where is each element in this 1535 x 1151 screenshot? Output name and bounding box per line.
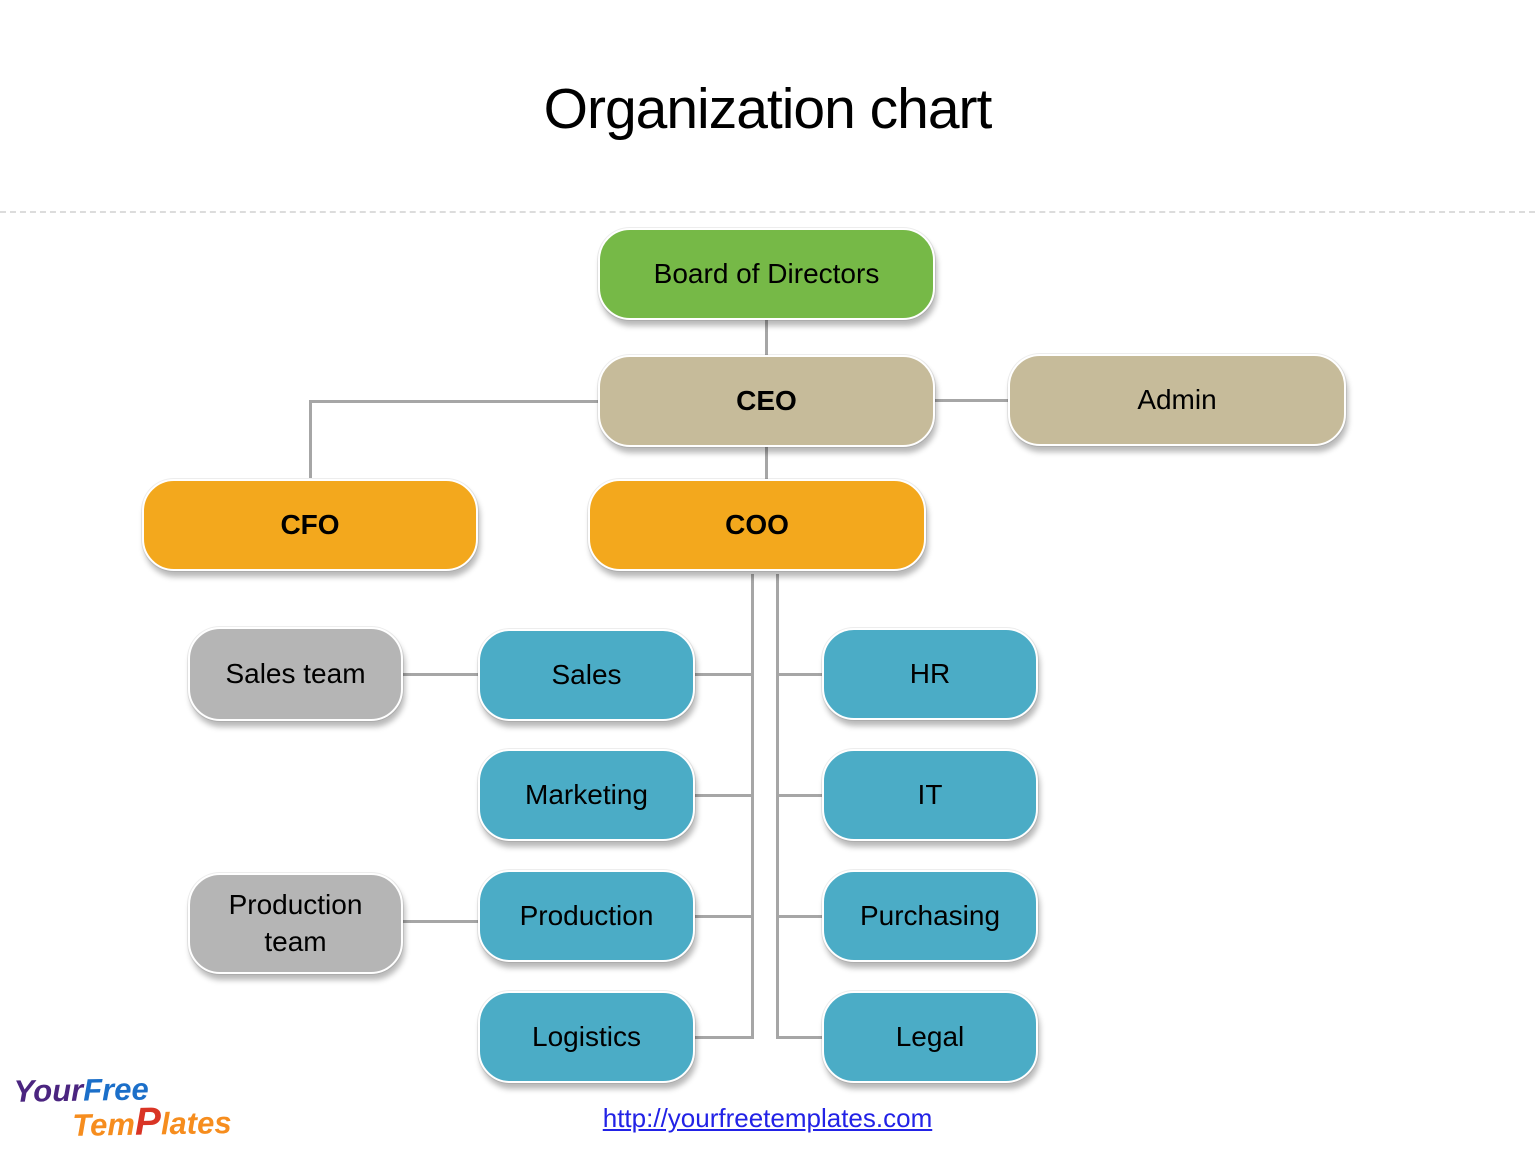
connector-salesteam-sales bbox=[403, 673, 478, 676]
connector-board-ceo bbox=[765, 320, 768, 355]
node-admin: Admin bbox=[1008, 354, 1346, 446]
node-logistics: Logistics bbox=[478, 991, 695, 1083]
node-hr: HR bbox=[822, 628, 1038, 720]
connector-productionteam-production bbox=[403, 920, 478, 923]
node-purchasing: Purchasing bbox=[822, 870, 1038, 962]
connector-stub-legal bbox=[778, 1036, 822, 1039]
footer-link[interactable]: http://yourfreetemplates.com bbox=[602, 1103, 933, 1133]
node-cfo: CFO bbox=[142, 479, 478, 571]
connector-stub-production bbox=[695, 915, 752, 918]
footer: http://yourfreetemplates.com bbox=[0, 1103, 1535, 1134]
connector-ceo-cfo-horizontal bbox=[309, 400, 598, 403]
node-coo: COO bbox=[588, 479, 926, 571]
connector-ceo-admin bbox=[935, 399, 1008, 402]
connector-stub-sales bbox=[695, 673, 752, 676]
node-sales: Sales bbox=[478, 629, 695, 721]
page-title: Organization chart bbox=[543, 77, 993, 141]
node-legal: Legal bbox=[822, 991, 1038, 1083]
connector-stub-it bbox=[778, 794, 822, 797]
connector-ceo-cfo-vertical bbox=[309, 400, 312, 478]
node-sales-team: Sales team bbox=[188, 627, 403, 721]
connector-stub-marketing bbox=[695, 794, 752, 797]
node-production-team: Production team bbox=[188, 873, 403, 974]
connector-stub-logistics bbox=[695, 1036, 752, 1039]
connector-coo-right-trunk bbox=[776, 574, 779, 1039]
node-ceo: CEO bbox=[598, 355, 935, 447]
connector-ceo-coo bbox=[765, 447, 768, 479]
title-divider bbox=[0, 211, 1535, 213]
node-marketing: Marketing bbox=[478, 749, 695, 841]
connector-stub-hr bbox=[778, 673, 822, 676]
node-it: IT bbox=[822, 749, 1038, 841]
node-production: Production bbox=[478, 870, 695, 962]
connector-stub-purchasing bbox=[778, 915, 822, 918]
node-board-of-directors: Board of Directors bbox=[598, 228, 935, 320]
connector-coo-left-trunk bbox=[751, 574, 754, 1039]
